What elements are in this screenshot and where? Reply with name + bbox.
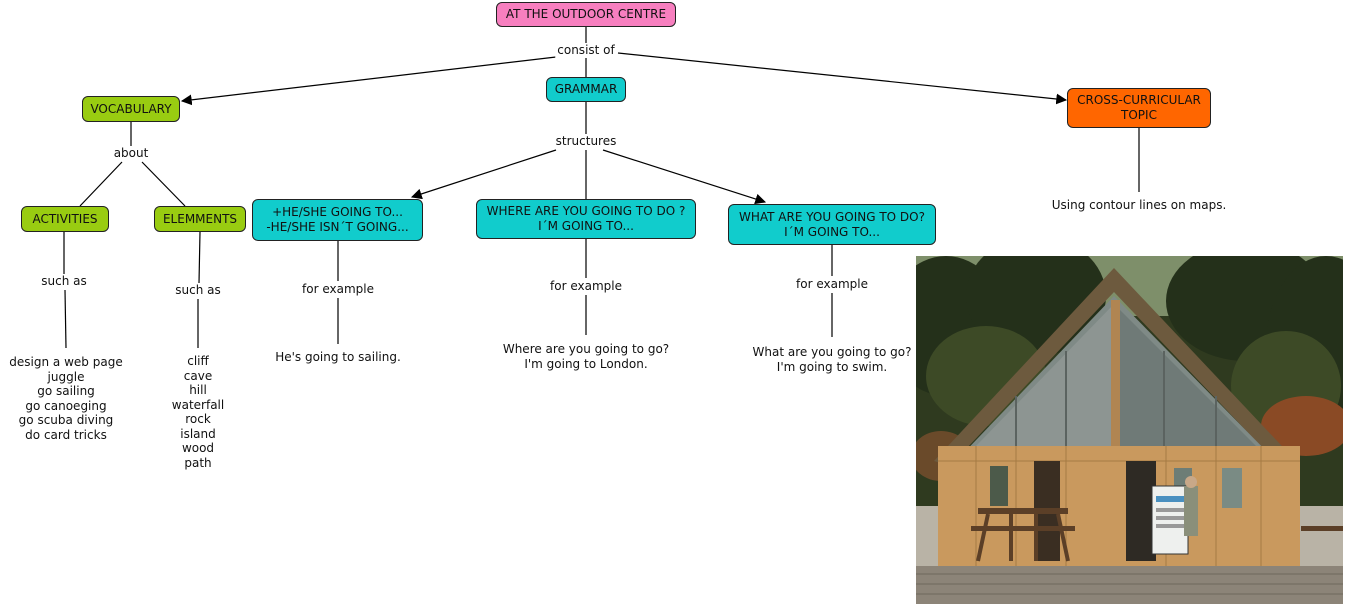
link-structures-goingto [410,149,557,200]
example-what-going: What are you going to go? I'm going to s… [752,345,912,374]
what-going-structure[interactable]: WHAT ARE YOU GOING TO DO? I´M GOING TO..… [728,204,936,245]
elements-list: cliff cave hill waterfall rock island wo… [171,354,225,470]
link-label-consist-of: consist of [555,43,617,58]
vocabulary-concept[interactable]: VOCABULARY [82,96,180,122]
elements-concept[interactable]: ELEMMENTS [154,206,246,232]
activities-list: design a web page juggle go sailing go c… [9,355,123,442]
link-structures-what [602,149,767,205]
link-label-for-example-1: for example [300,282,376,297]
going-to-structure[interactable]: +HE/SHE GOING TO... -HE/SHE ISN´T GOING.… [252,199,423,241]
where-going-structure[interactable]: WHERE ARE YOU GOING TO DO ? I´M GOING TO… [476,199,696,239]
cross-curricular-detail: Using contour lines on maps. [1051,198,1227,212]
link-consist-cross [617,52,1068,105]
link-elements-suchas [198,231,201,284]
outdoor-centre-photo [916,256,1343,604]
link-label-such-as-activities: such as [39,274,89,289]
link-suchas-activitylist [64,289,67,349]
link-about-activities [79,161,123,207]
activities-concept[interactable]: ACTIVITIES [21,206,109,232]
example-going-to: He's going to sailing. [275,350,401,364]
link-label-such-as-elements: such as [173,283,223,298]
cross-curricular-concept[interactable]: CROSS-CURRICULAR TOPIC [1067,88,1211,128]
link-label-for-example-3: for example [794,277,870,292]
root-concept[interactable]: AT THE OUTDOOR CENTRE [496,2,676,27]
link-consist-vocabulary [180,56,557,106]
link-label-structures: structures [553,134,619,149]
link-label-about: about [111,146,151,161]
example-where-going: Where are you going to go? I'm going to … [502,342,670,371]
grammar-concept[interactable]: GRAMMAR [546,77,626,102]
link-about-elements [141,161,186,207]
link-label-for-example-2: for example [548,279,624,294]
